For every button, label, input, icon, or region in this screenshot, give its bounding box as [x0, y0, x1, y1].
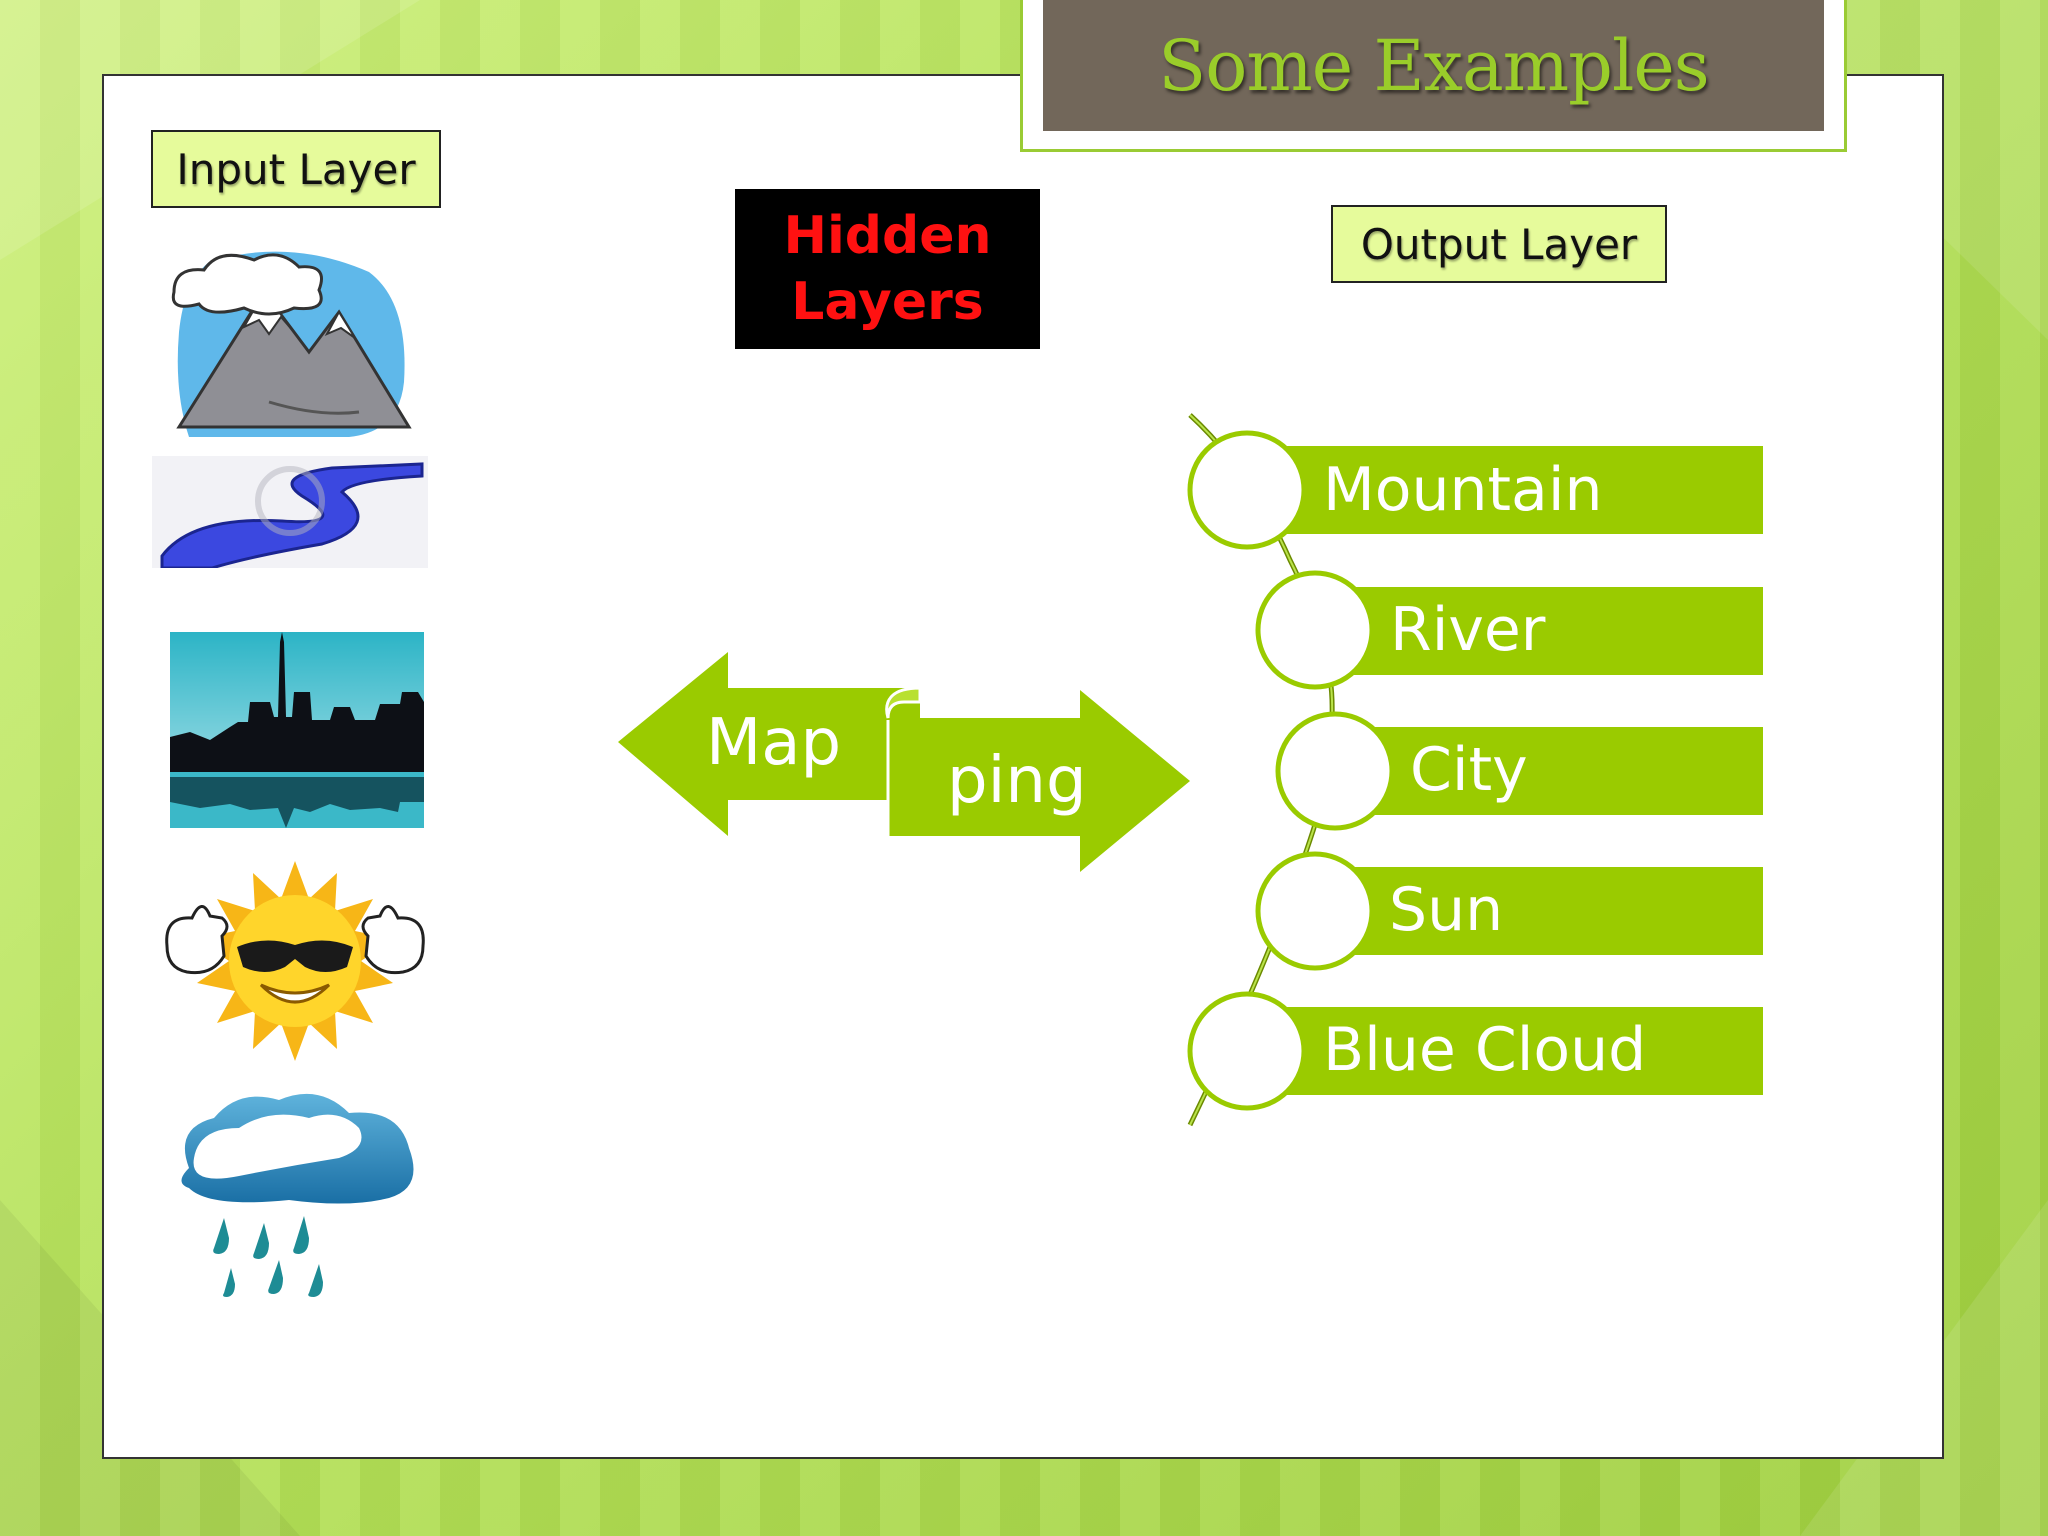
output-item-blue-cloud: Blue Cloud — [1323, 1015, 1647, 1085]
map-word: Map — [706, 706, 842, 780]
hidden-layers-text: Hidden Layers — [783, 203, 991, 335]
output-item-mountain: Mountain — [1323, 455, 1603, 525]
output-bar-mountain — [1245, 446, 1763, 534]
output-item-river: River — [1390, 595, 1546, 665]
hidden-layers-line1: Hidden — [783, 206, 992, 266]
ping-arrow-right — [888, 690, 1190, 872]
output-bar-blue-cloud — [1245, 1007, 1763, 1095]
sun-image — [165, 861, 425, 1061]
input-layer-label: Input Layer — [151, 130, 441, 208]
map-arrow-left — [618, 652, 920, 836]
output-bar-sun — [1313, 867, 1763, 955]
output-item-sun: Sun — [1389, 875, 1504, 945]
title-box: Some Examples — [1020, 0, 1847, 152]
ping-word: ping — [947, 744, 1087, 818]
output-layer-label-text: Output Layer — [1360, 219, 1638, 269]
hidden-layers-line2: Layers — [791, 272, 984, 332]
hidden-layers-box: Hidden Layers — [735, 189, 1040, 349]
city-skyline-image — [170, 632, 424, 828]
output-circle-mountain — [1187, 430, 1307, 550]
output-item-city: City — [1410, 735, 1528, 805]
output-layer-label: Output Layer — [1331, 205, 1667, 283]
output-circle-city — [1275, 711, 1395, 831]
output-circle-river — [1255, 570, 1375, 690]
title-banner: Some Examples — [1043, 0, 1824, 131]
scroll-curl — [885, 686, 922, 719]
output-circle-sun — [1255, 851, 1375, 971]
input-layer-label-text: Input Layer — [176, 144, 416, 194]
output-bar-river — [1313, 587, 1763, 675]
rain-cloud-image — [181, 1093, 414, 1297]
river-image — [152, 456, 428, 568]
mountain-image — [171, 251, 412, 437]
output-circle-blue-cloud — [1187, 991, 1307, 1111]
slide-title: Some Examples — [1158, 24, 1709, 107]
output-bar-city — [1333, 727, 1763, 815]
